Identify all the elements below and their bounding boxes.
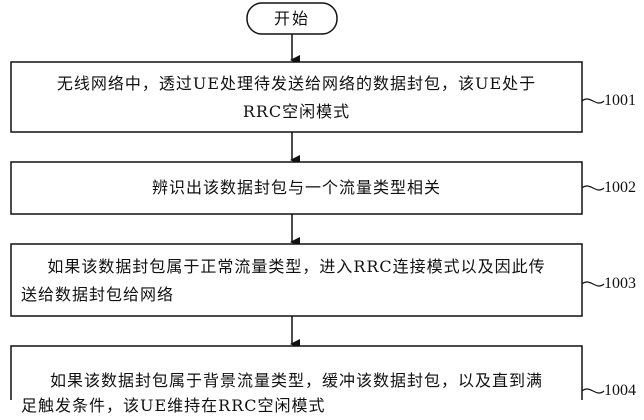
step-1003-line-2: 送给数据封包给网络	[21, 285, 175, 304]
step-box-1002	[10, 161, 583, 215]
ref-leader-1002	[581, 185, 605, 191]
ref-leader-1003	[581, 281, 605, 287]
step-1001-line-2: RRC空闲模式	[242, 102, 351, 121]
step-1002-ref: 1002	[604, 179, 636, 196]
step-box-1004	[10, 345, 583, 400]
step-1001-line-1: 无线网络中，透过UE处理待发送给网络的数据封包，该UE处于	[56, 74, 537, 93]
start-label: 开始	[273, 9, 310, 28]
ref-leader-1004	[581, 388, 605, 394]
flowchart-canvas	[10, 2, 605, 400]
step-1004-line-1: 如果该数据封包属于背景流量类型，缓冲该数据封包，以及直到满	[49, 371, 543, 390]
step-1002-line-1: 辨识出该数据封包与一个流量类型相关	[151, 178, 441, 197]
step-1004-ref: 1004	[604, 382, 636, 399]
step-1003-ref: 1003	[604, 275, 636, 292]
ref-leader-1001	[581, 98, 605, 104]
step-1003-line-1: 如果该数据封包属于正常流量类型，进入RRC连接模式以及因此传	[47, 257, 546, 276]
step-1004-line-2: 足触发条件，该UE维持在RRC空闲模式	[21, 396, 326, 415]
step-1001-ref: 1001	[604, 92, 636, 109]
step-box-1003	[10, 243, 583, 317]
step-box-1001	[10, 61, 583, 133]
